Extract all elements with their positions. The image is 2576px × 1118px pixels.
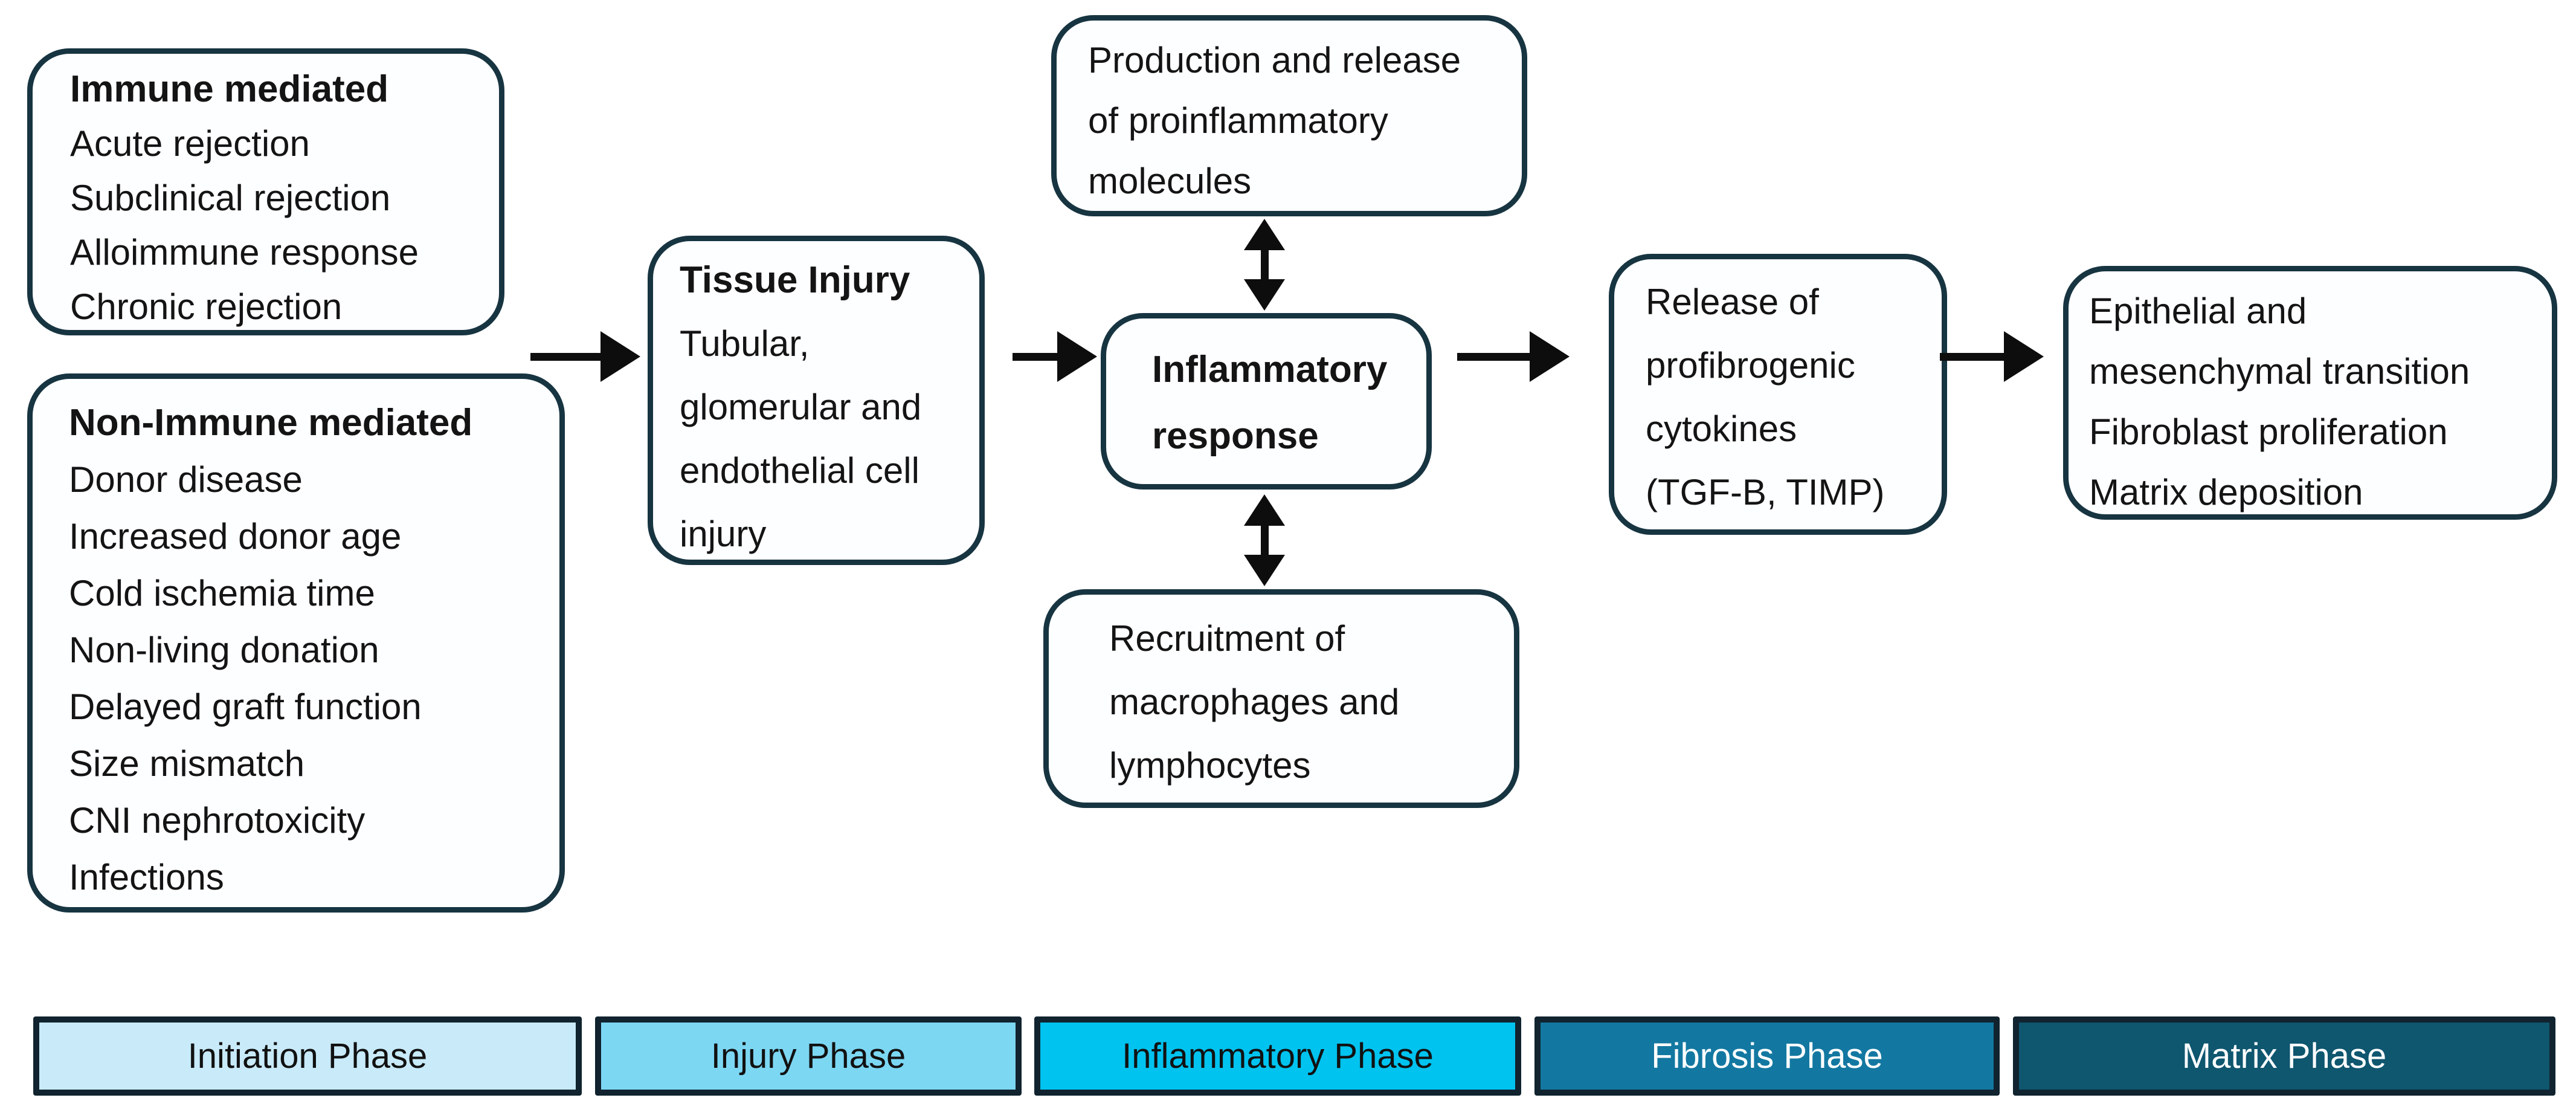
arrow-right-icon [1457, 331, 1570, 382]
arrow-right-icon [1940, 331, 2044, 382]
phase-label: Inflammatory Phase [1122, 1036, 1434, 1076]
arrow-head-up [1244, 494, 1285, 526]
non-immune-mediated-title: Non-Immune mediated [69, 402, 473, 444]
tissue-injury-title: Tissue Injury [680, 259, 910, 301]
arrow-shaft [1013, 352, 1063, 361]
phase-initiation: Initiation Phase [33, 1016, 582, 1096]
immune-mediated-title: Immune mediated [70, 68, 389, 110]
double-arrow-vertical-icon [1240, 494, 1289, 586]
phase-label: Initiation Phase [187, 1036, 428, 1076]
arrow-head-down [1244, 555, 1285, 586]
arrow-head-down [1244, 279, 1285, 311]
double-arrow-vertical-icon [1240, 219, 1289, 311]
phase-injury: Injury Phase [595, 1016, 1022, 1096]
phase-inflammatory: Inflammatory Phase [1034, 1016, 1521, 1096]
arrow-head-up [1244, 219, 1285, 250]
arrow-shaft [1457, 352, 1536, 361]
arrow-shaft [1940, 352, 2010, 361]
arrow-right-icon [530, 331, 640, 382]
arrow-shaft [1260, 521, 1269, 560]
phase-label: Matrix Phase [2182, 1036, 2387, 1076]
phase-label: Injury Phase [710, 1036, 906, 1076]
arrow-head [1530, 331, 1570, 382]
arrow-head [2004, 331, 2044, 382]
phase-fibrosis: Fibrosis Phase [1534, 1016, 2000, 1096]
arrow-right-icon [1013, 331, 1097, 382]
arrow-head [601, 331, 640, 382]
phase-label: Fibrosis Phase [1651, 1036, 1883, 1076]
arrow-shaft [530, 352, 607, 361]
phase-matrix: Matrix Phase [2013, 1016, 2555, 1096]
arrow-shaft [1260, 245, 1269, 284]
arrow-head [1057, 331, 1097, 382]
